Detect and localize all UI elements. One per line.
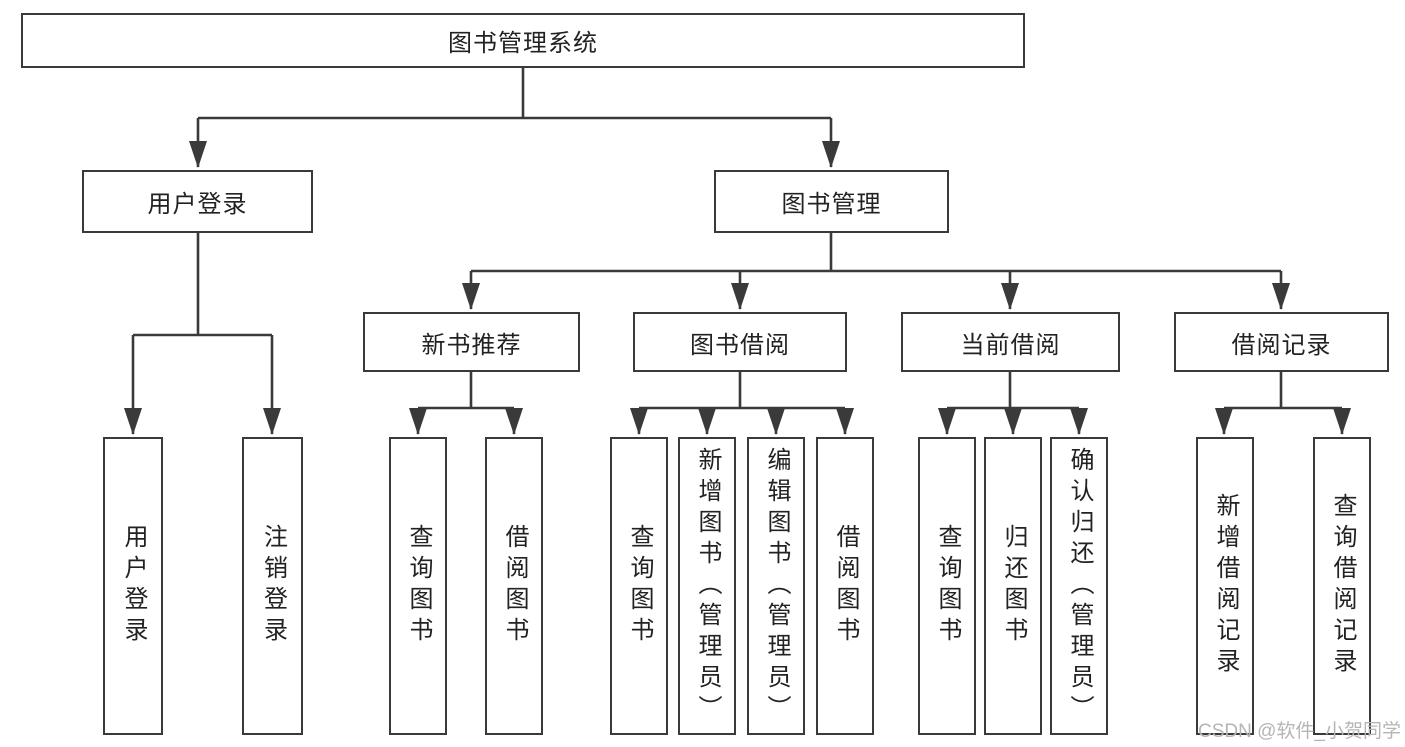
leaf-confirm-return-admin-label: 确认归还（管理员） (1066, 446, 1093, 726)
leaf-logout-label: 注销登录 (259, 524, 287, 648)
leaf-query-books-current: 查询图书 (918, 437, 976, 735)
leaf-user-login-label: 用户登录 (120, 524, 147, 648)
node-current-borrowing: 当前借阅 (901, 312, 1120, 372)
leaf-return-books-label: 归还图书 (1000, 524, 1027, 648)
leaf-confirm-return-admin: 确认归还（管理员） (1050, 437, 1108, 735)
leaf-borrow-books-recommend: 借阅图书 (485, 437, 543, 735)
leaf-user-login: 用户登录 (103, 437, 163, 735)
leaf-query-books-borrow: 查询图书 (610, 437, 668, 735)
node-borrowing-records: 借阅记录 (1174, 312, 1389, 372)
leaf-add-books-admin: 新增图书（管理员） (678, 437, 736, 735)
leaf-query-borrow-record: 查询借阅记录 (1313, 437, 1371, 735)
leaf-query-books-recommend-label: 查询图书 (405, 524, 432, 648)
leaf-borrow-books-label: 借阅图书 (832, 524, 859, 648)
leaf-add-borrow-record: 新增借阅记录 (1196, 437, 1254, 735)
csdn-watermark: CSDN @软件_小贺同学 (1198, 721, 1401, 742)
leaf-add-borrow-record-label: 新增借阅记录 (1212, 493, 1239, 679)
leaf-query-books-borrow-label: 查询图书 (626, 524, 653, 648)
node-library-management-system: 图书管理系统 (21, 13, 1025, 68)
leaf-query-books-current-label: 查询图书 (934, 524, 961, 648)
leaf-edit-books-admin-label: 编辑图书（管理员） (763, 446, 790, 726)
leaf-borrow-books-recommend-label: 借阅图书 (501, 524, 528, 648)
leaf-borrow-books: 借阅图书 (816, 437, 874, 735)
node-book-borrowing: 图书借阅 (633, 312, 847, 372)
node-book-management-branch: 图书管理 (714, 170, 949, 233)
leaf-query-borrow-record-label: 查询借阅记录 (1329, 493, 1356, 679)
node-new-book-recommendation: 新书推荐 (363, 312, 580, 372)
leaf-edit-books-admin: 编辑图书（管理员） (747, 437, 805, 735)
leaf-logout: 注销登录 (242, 437, 303, 735)
node-user-login-branch: 用户登录 (82, 170, 313, 233)
leaf-add-books-admin-label: 新增图书（管理员） (694, 446, 721, 726)
leaf-return-books: 归还图书 (984, 437, 1042, 735)
leaf-query-books-recommend: 查询图书 (389, 437, 447, 735)
